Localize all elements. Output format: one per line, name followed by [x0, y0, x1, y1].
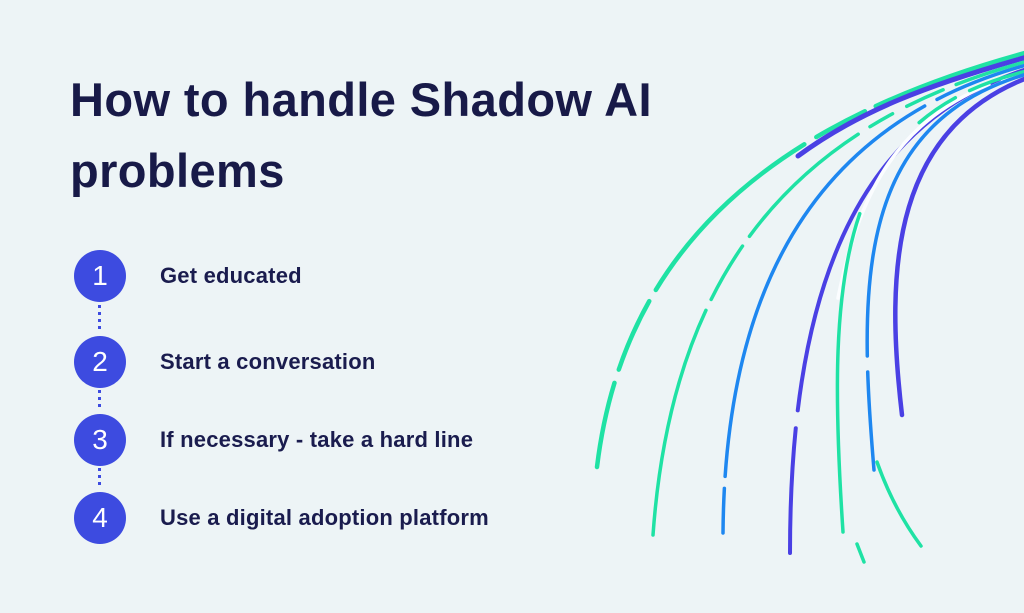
step-number-badge-1: 1: [74, 250, 126, 302]
step-item-2: 2 Start a conversation: [74, 336, 376, 388]
curve-teal-fragment: [875, 460, 923, 548]
curve-indigo-outer: [795, 55, 1024, 159]
step-item-3: 3 If necessary - take a hard line: [74, 414, 473, 466]
page-title-line1: How to handle Shadow AI: [70, 73, 652, 126]
step-label-1: Get educated: [160, 263, 302, 288]
step-label-4: Use a digital adoption platform: [160, 505, 489, 530]
step-number-badge-4: 4: [74, 492, 126, 544]
page-title: How to handle Shadow AI problems: [70, 64, 652, 206]
step-number-3: 3: [92, 424, 108, 455]
curve-teal-inner: [835, 70, 1024, 534]
step-connector-3-4: [98, 468, 101, 489]
step-number-2: 2: [92, 346, 108, 377]
step-item-1: 1 Get educated: [74, 250, 302, 302]
curve-teal-outer: [594, 50, 1024, 470]
curve-teal-second: [651, 60, 1024, 537]
curve-white: [836, 70, 1024, 300]
curve-blue-inner: [865, 73, 1024, 472]
curve-indigo-inner: [893, 76, 1024, 418]
step-number-badge-2: 2: [74, 336, 126, 388]
step-number-1: 1: [92, 260, 108, 291]
step-item-4: 4 Use a digital adoption platform: [74, 492, 489, 544]
curve-teal-dash: [855, 542, 866, 564]
step-number-badge-3: 3: [74, 414, 126, 466]
page-title-line2: problems: [70, 144, 285, 197]
step-connector-2-3: [98, 390, 101, 411]
curve-blue-mid: [721, 64, 1024, 535]
step-number-4: 4: [92, 502, 108, 533]
step-connector-1-2: [98, 305, 101, 333]
step-label-3: If necessary - take a hard line: [160, 427, 474, 452]
step-label-2: Start a conversation: [160, 349, 376, 374]
